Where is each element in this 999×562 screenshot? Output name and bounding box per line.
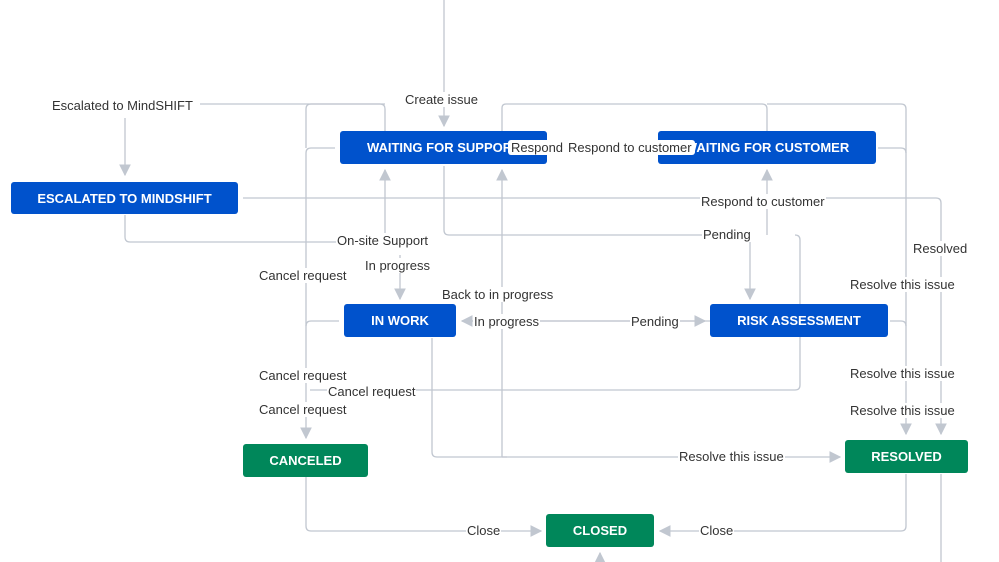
- transition-create-issue[interactable]: Create issue: [404, 92, 479, 107]
- resolved-close-line: [658, 474, 907, 537]
- escalated-right-line: [243, 197, 947, 436]
- transition-cancel-request[interactable]: Cancel request: [258, 268, 348, 283]
- transition-pending-top[interactable]: Pending: [702, 227, 752, 242]
- cancel-request-line-2: [305, 320, 339, 327]
- transition-pending[interactable]: Pending: [630, 314, 680, 329]
- transition-resolve-this-issue[interactable]: Resolve this issue: [849, 366, 956, 381]
- cancel-request-line-1: [300, 147, 335, 440]
- respond-line: [310, 234, 801, 391]
- transition-close[interactable]: Close: [466, 523, 502, 538]
- transition-in-progress[interactable]: In progress: [473, 314, 541, 329]
- status-in-work[interactable]: IN WORK: [344, 304, 456, 337]
- transition-escalated-to-mindshift[interactable]: Escalated to MindSHIFT: [51, 98, 194, 113]
- transition-respond-to-customer[interactable]: Respond to customer: [700, 194, 826, 209]
- transition-cancel-request[interactable]: Cancel request: [258, 368, 348, 383]
- transition-cancel-request[interactable]: Cancel request: [258, 402, 348, 417]
- transition-respond-to-customer-top[interactable]: Respond to customer: [565, 140, 695, 155]
- back-to-in-progress-line: [502, 170, 507, 458]
- status-escalated-to-mindshift[interactable]: ESCALATED TO MINDSHIFT: [11, 182, 238, 214]
- canceled-close-line: [305, 477, 543, 537]
- transition-resolve-this-issue[interactable]: Resolve this issue: [849, 403, 956, 418]
- waiting-support-loop-line: [501, 103, 768, 131]
- transition-resolved[interactable]: Resolved: [912, 241, 969, 256]
- risk-resolve-line: [890, 320, 907, 327]
- transition-in-progress-down[interactable]: In progress: [364, 258, 432, 273]
- status-closed[interactable]: CLOSED: [546, 514, 654, 547]
- resolve-line-in-work: [431, 338, 842, 463]
- status-resolved[interactable]: RESOLVED: [845, 440, 968, 473]
- right-outer-line: [767, 103, 912, 436]
- transition-on-site-support[interactable]: On-site Support: [336, 233, 430, 248]
- transition-cancel-request[interactable]: Cancel request: [327, 384, 417, 399]
- cancel-request-line-3: [305, 103, 385, 148]
- transition-resolve-this-issue[interactable]: Resolve this issue: [678, 449, 785, 464]
- status-canceled[interactable]: CANCELED: [243, 444, 368, 477]
- status-risk-assessment[interactable]: RISK ASSESSMENT: [710, 304, 888, 337]
- waiting-customer-resolve-line: [878, 147, 907, 154]
- transition-resolve-this-issue[interactable]: Resolve this issue: [849, 277, 956, 292]
- transition-back-to-in-progress[interactable]: Back to in progress: [441, 287, 555, 302]
- escalated-top-line: [200, 103, 386, 131]
- transition-respond[interactable]: Respond: [508, 140, 567, 155]
- transition-close[interactable]: Close: [699, 523, 735, 538]
